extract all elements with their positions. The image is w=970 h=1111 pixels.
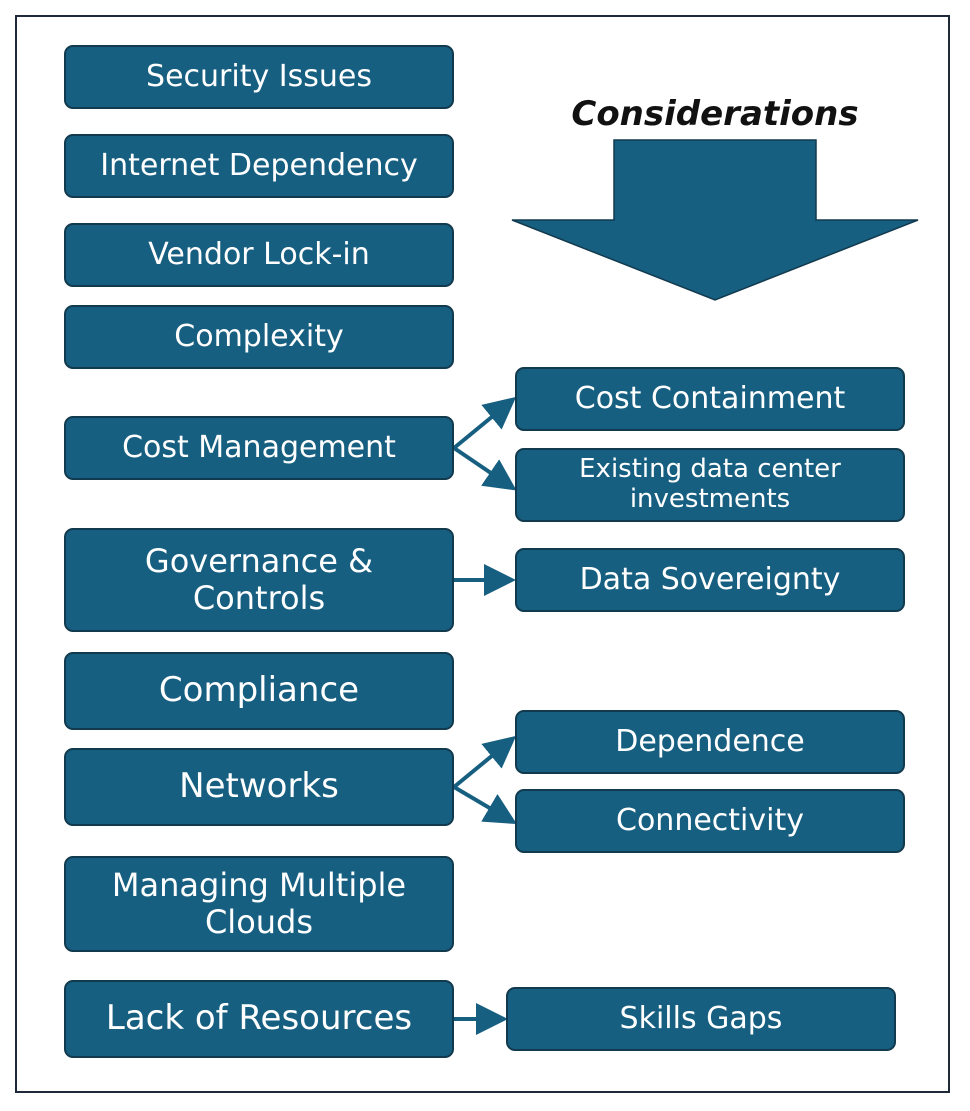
connector-existing-investments [452, 446, 517, 491]
connector-dependence [452, 735, 517, 789]
box-complexity: Complexity [64, 305, 454, 369]
box-cost-management: Cost Management [64, 416, 454, 480]
box-data-sovereignty: Data Sovereignty [515, 548, 905, 612]
box-managing-multiple-clouds: Managing Multiple Clouds [64, 856, 454, 952]
box-dependence: Dependence [515, 710, 905, 774]
box-cost-containment: Cost Containment [515, 367, 905, 431]
box-networks: Networks [64, 748, 454, 826]
box-vendor-lock-in: Vendor Lock-in [64, 223, 454, 287]
diagram-title: Considerations [571, 94, 859, 134]
box-security-issues: Security Issues [64, 45, 454, 109]
box-connectivity: Connectivity [515, 789, 905, 853]
box-lack-of-resources: Lack of Resources [64, 980, 454, 1058]
box-internet-dependency: Internet Dependency [64, 134, 454, 198]
box-existing-data-center-investments: Existing data center investments [515, 448, 905, 522]
connector-connectivity [452, 785, 517, 825]
connector-cost-containment [452, 396, 517, 450]
box-skills-gaps: Skills Gaps [506, 987, 896, 1051]
considerations-arrow [511, 139, 919, 301]
box-compliance: Compliance [64, 652, 454, 730]
box-governance-controls: Governance & Controls [64, 528, 454, 632]
